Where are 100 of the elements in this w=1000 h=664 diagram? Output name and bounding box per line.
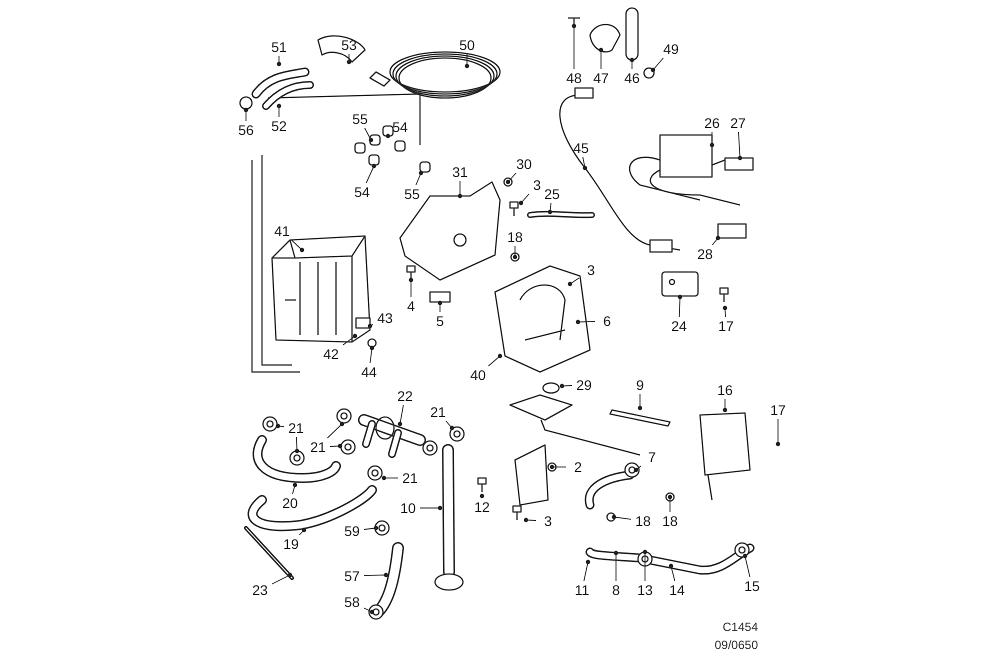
callout-number: 10 [397, 500, 419, 516]
callout-number: 28 [694, 246, 716, 262]
leader-line [464, 54, 470, 68]
leader-line [742, 554, 750, 578]
leader-line [276, 56, 282, 66]
leader-line [583, 560, 590, 582]
leader-line [342, 334, 358, 346]
callout-number: 46 [621, 70, 643, 86]
callout-number: 57 [341, 568, 363, 584]
callout-number: 21 [427, 404, 449, 420]
callout-number: 24 [668, 318, 690, 334]
callout-number: 44 [358, 364, 380, 380]
callout-number: 58 [341, 594, 363, 610]
callout-number: 15 [741, 578, 763, 594]
callout-number: 18 [659, 513, 681, 529]
callout-number: 18 [632, 513, 654, 529]
leader-line [244, 108, 248, 122]
callout-number: 20 [279, 495, 301, 511]
leader-line [415, 170, 424, 186]
callout-number: 56 [235, 122, 257, 138]
callout-number: 16 [714, 382, 736, 398]
leader-line [678, 294, 682, 318]
leader-line [292, 482, 298, 494]
leader-line [776, 418, 780, 446]
callout-number: 30 [513, 156, 535, 172]
callout-number: 3 [537, 513, 559, 529]
leader-line [408, 278, 414, 298]
leader-line [524, 518, 536, 522]
callout-number: 45 [570, 140, 592, 156]
leader-line [638, 394, 642, 410]
leader-line [598, 48, 604, 70]
callout-number: 21 [285, 420, 307, 436]
callout-number: 54 [351, 184, 373, 200]
leader-line [386, 134, 390, 138]
callout-number: 7 [641, 449, 663, 465]
callout-number: 14 [666, 582, 688, 598]
leader-line [272, 572, 292, 584]
leader-line [722, 306, 728, 318]
callout-number: 49 [660, 41, 682, 57]
leader-line [582, 156, 588, 170]
leader-line [346, 54, 352, 64]
leader-line [364, 572, 388, 578]
callout-number: 11 [571, 582, 593, 598]
leader-line [420, 506, 442, 510]
callout-number: 42 [320, 346, 342, 362]
callout-number: 21 [307, 439, 329, 455]
callout-number: 22 [394, 388, 416, 404]
callout-number: 51 [268, 39, 290, 55]
callout-number: 55 [349, 111, 371, 127]
callout-number: 4 [400, 298, 422, 314]
leader-line [294, 436, 300, 454]
leader-line [364, 128, 374, 142]
callout-number: 8 [605, 582, 627, 598]
leader-line [738, 132, 742, 160]
callout-number: 52 [268, 118, 290, 134]
leader-line [370, 346, 374, 364]
leader-line [330, 444, 342, 448]
callout-number: 2 [567, 459, 589, 475]
callout-number: 3 [580, 262, 602, 278]
callout-number: 18 [504, 229, 526, 245]
leader-line [668, 494, 672, 512]
leader-line [668, 564, 676, 582]
leader-line [712, 236, 720, 246]
leader-line [276, 424, 284, 428]
callout-number: 48 [563, 70, 585, 86]
callout-number: 55 [401, 186, 423, 202]
callout-number: 13 [634, 582, 656, 598]
leader-line [650, 58, 664, 72]
leader-line [506, 172, 516, 184]
leader-line [298, 528, 306, 536]
callout-number: 41 [271, 223, 293, 239]
leader-line [458, 180, 462, 198]
callout-number: 54 [389, 119, 411, 135]
leader-line [722, 398, 728, 412]
leader-line [550, 464, 566, 470]
callout-number: 43 [374, 310, 396, 326]
leader-line [364, 526, 378, 530]
callout-number: 29 [573, 377, 595, 393]
leader-line [548, 202, 552, 214]
leader-line [634, 466, 642, 472]
callout-number: 59 [341, 523, 363, 539]
leader-line [326, 422, 344, 438]
callout-number: 26 [701, 115, 723, 131]
leader-line [382, 476, 398, 480]
leader-line [291, 240, 304, 252]
leader-line [276, 104, 282, 118]
callout-number: 23 [249, 582, 271, 598]
leader-line [518, 194, 530, 206]
callout-number: 17 [767, 402, 789, 418]
leader-line [612, 514, 632, 520]
leader-line [368, 324, 374, 328]
leader-line [572, 24, 576, 70]
leader-line [364, 608, 374, 614]
callout-number: 27 [727, 115, 749, 131]
leader-line [630, 58, 634, 70]
leader-line [398, 404, 404, 426]
leader-line [710, 132, 714, 148]
callout-number: 17 [715, 318, 737, 334]
callout-number: 40 [467, 367, 489, 383]
leader-line [480, 494, 484, 498]
